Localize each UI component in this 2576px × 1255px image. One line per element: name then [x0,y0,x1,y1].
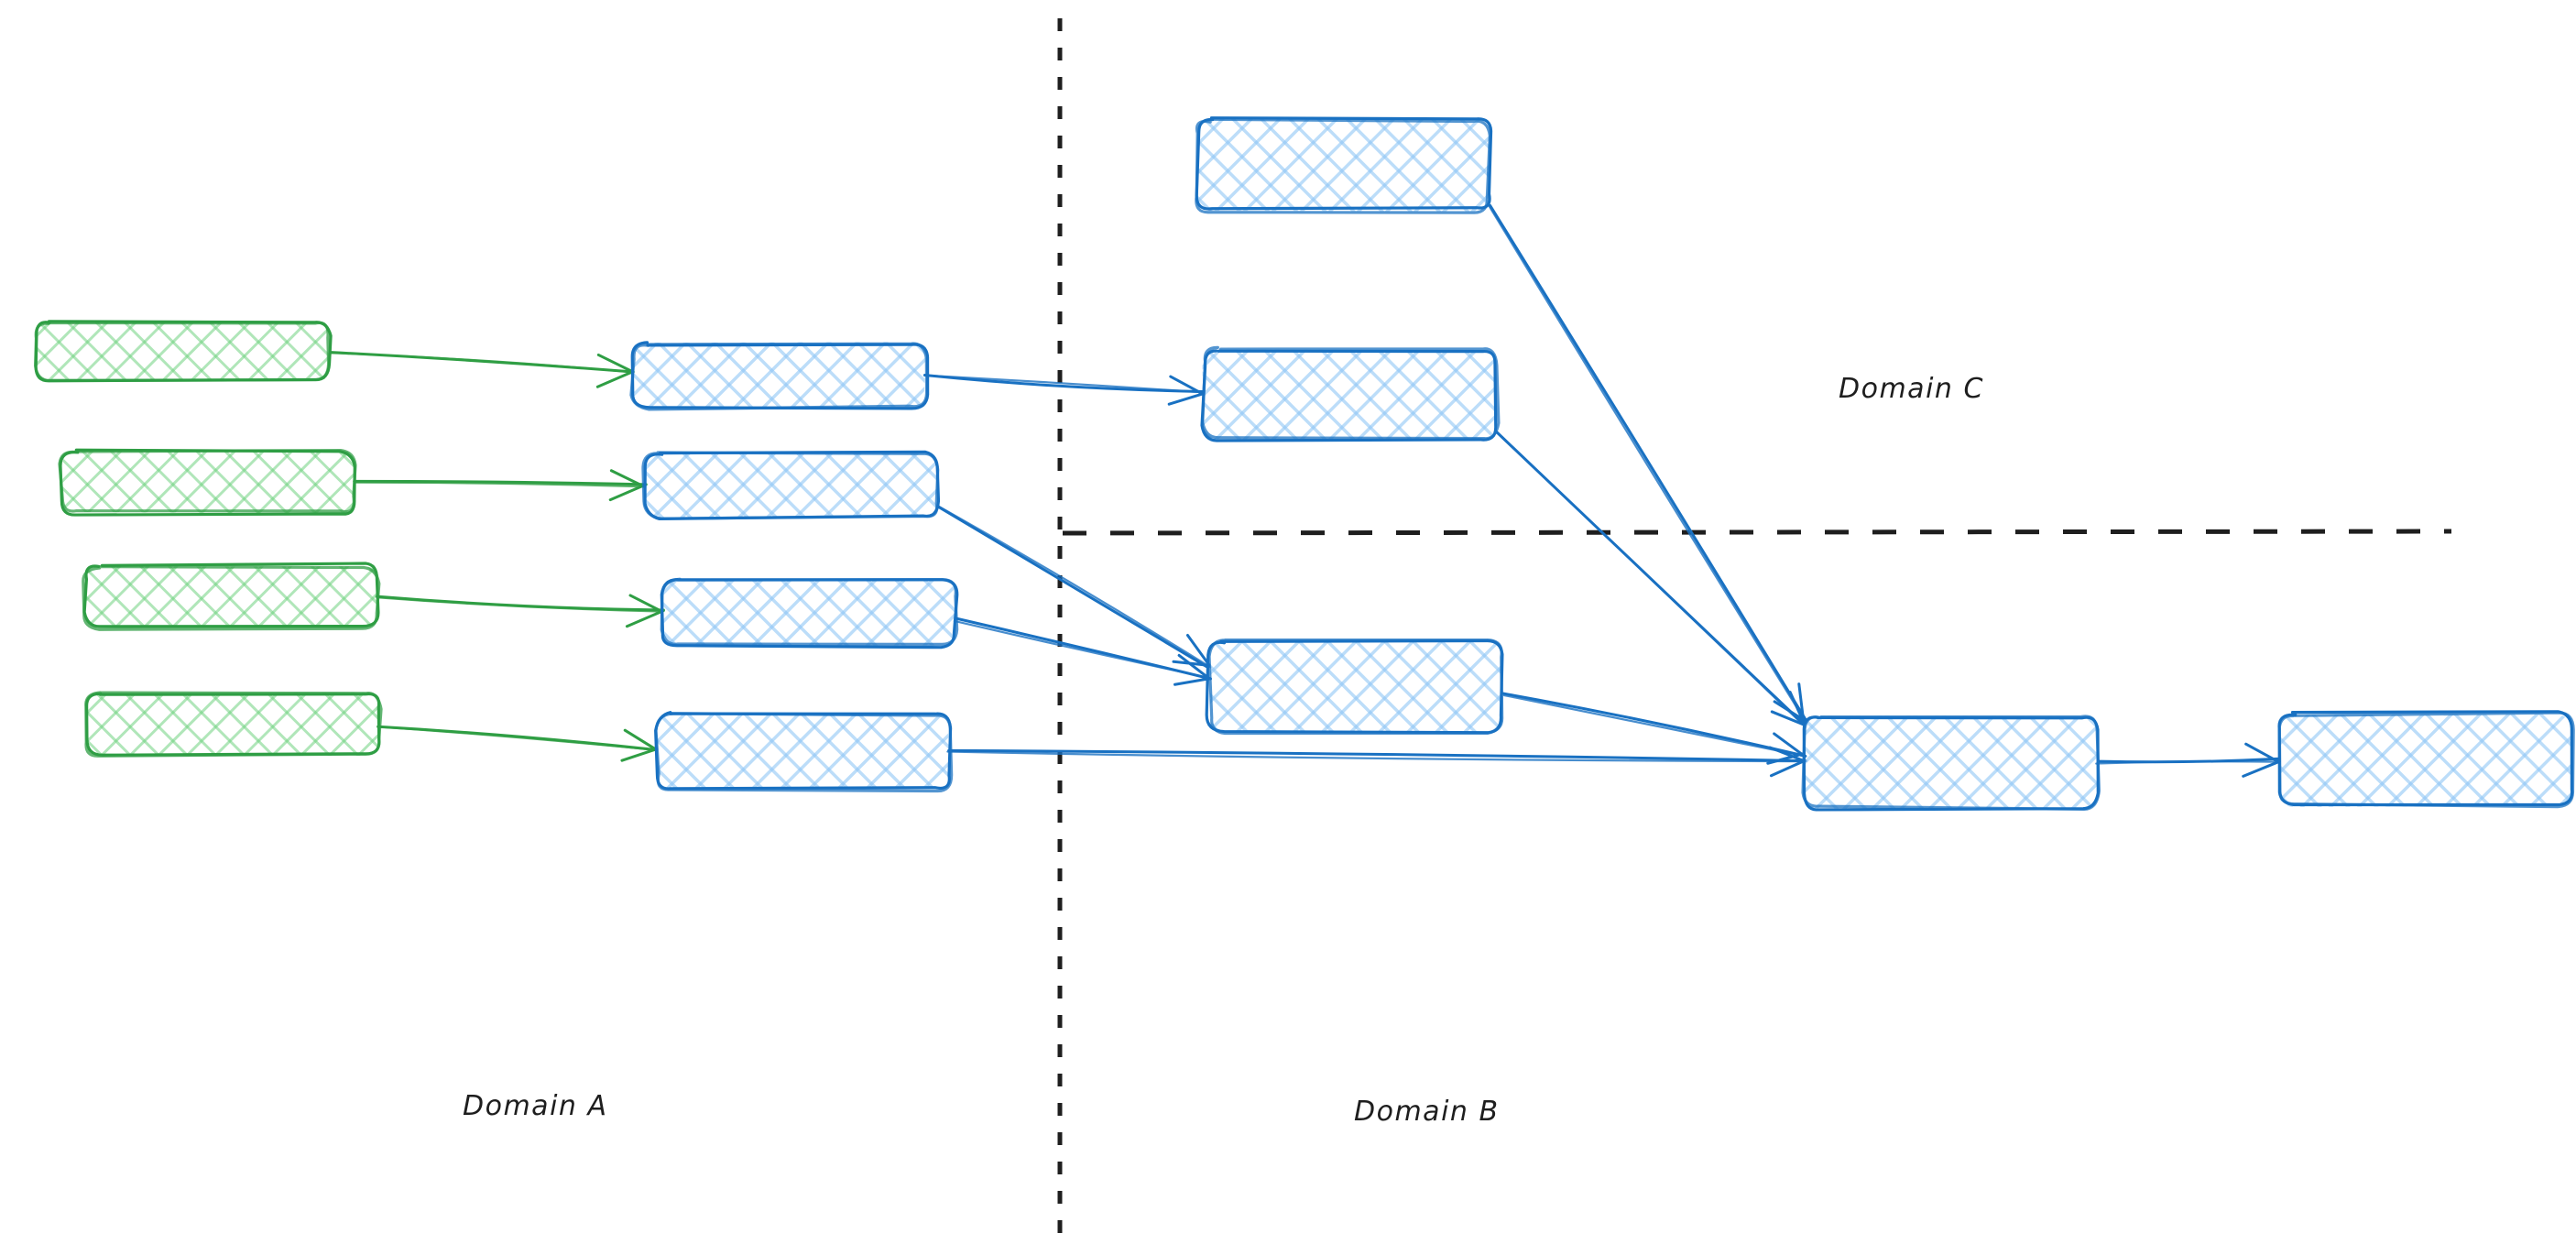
domain-a-label: Domain A [463,1090,608,1122]
edge-b4-d1 [946,746,1807,778]
node-e1[interactable] [2277,710,2575,809]
node-b3[interactable] [660,577,959,649]
node-c3[interactable] [1205,638,1504,736]
node-a4[interactable] [84,691,383,758]
nodes-layer [33,116,2575,812]
domain-c-label: Domain C [1839,373,1984,405]
edge-c1-d1 [1488,203,1808,724]
edge-a1-b1 [329,351,635,388]
node-a1[interactable] [33,320,333,383]
edge-c3-d1 [1501,692,1807,765]
edge-a3-b3 [375,594,665,628]
edge-b1-c2 [922,374,1206,406]
edge-c2-d1 [1494,430,1806,726]
domain-b-label: Domain B [1354,1096,1500,1128]
edge-a4-b4 [377,725,659,762]
node-b1[interactable] [629,341,930,411]
node-c2[interactable] [1200,345,1501,442]
edge-d1-e1 [2095,742,2281,778]
node-b4[interactable] [654,711,954,793]
edge-a2-b2 [353,469,648,502]
node-a2[interactable] [58,448,357,517]
domain-dividers [1057,18,2452,1241]
node-c1[interactable] [1195,116,1493,214]
horizontal-domain-divider [1062,529,2452,536]
edge-b2-c3 [936,505,1212,669]
edge-b3-c3 [953,617,1212,686]
node-d1[interactable] [1801,715,2101,812]
node-a3[interactable] [82,562,381,631]
edges-layer [329,203,2281,778]
node-b2[interactable] [641,450,941,520]
